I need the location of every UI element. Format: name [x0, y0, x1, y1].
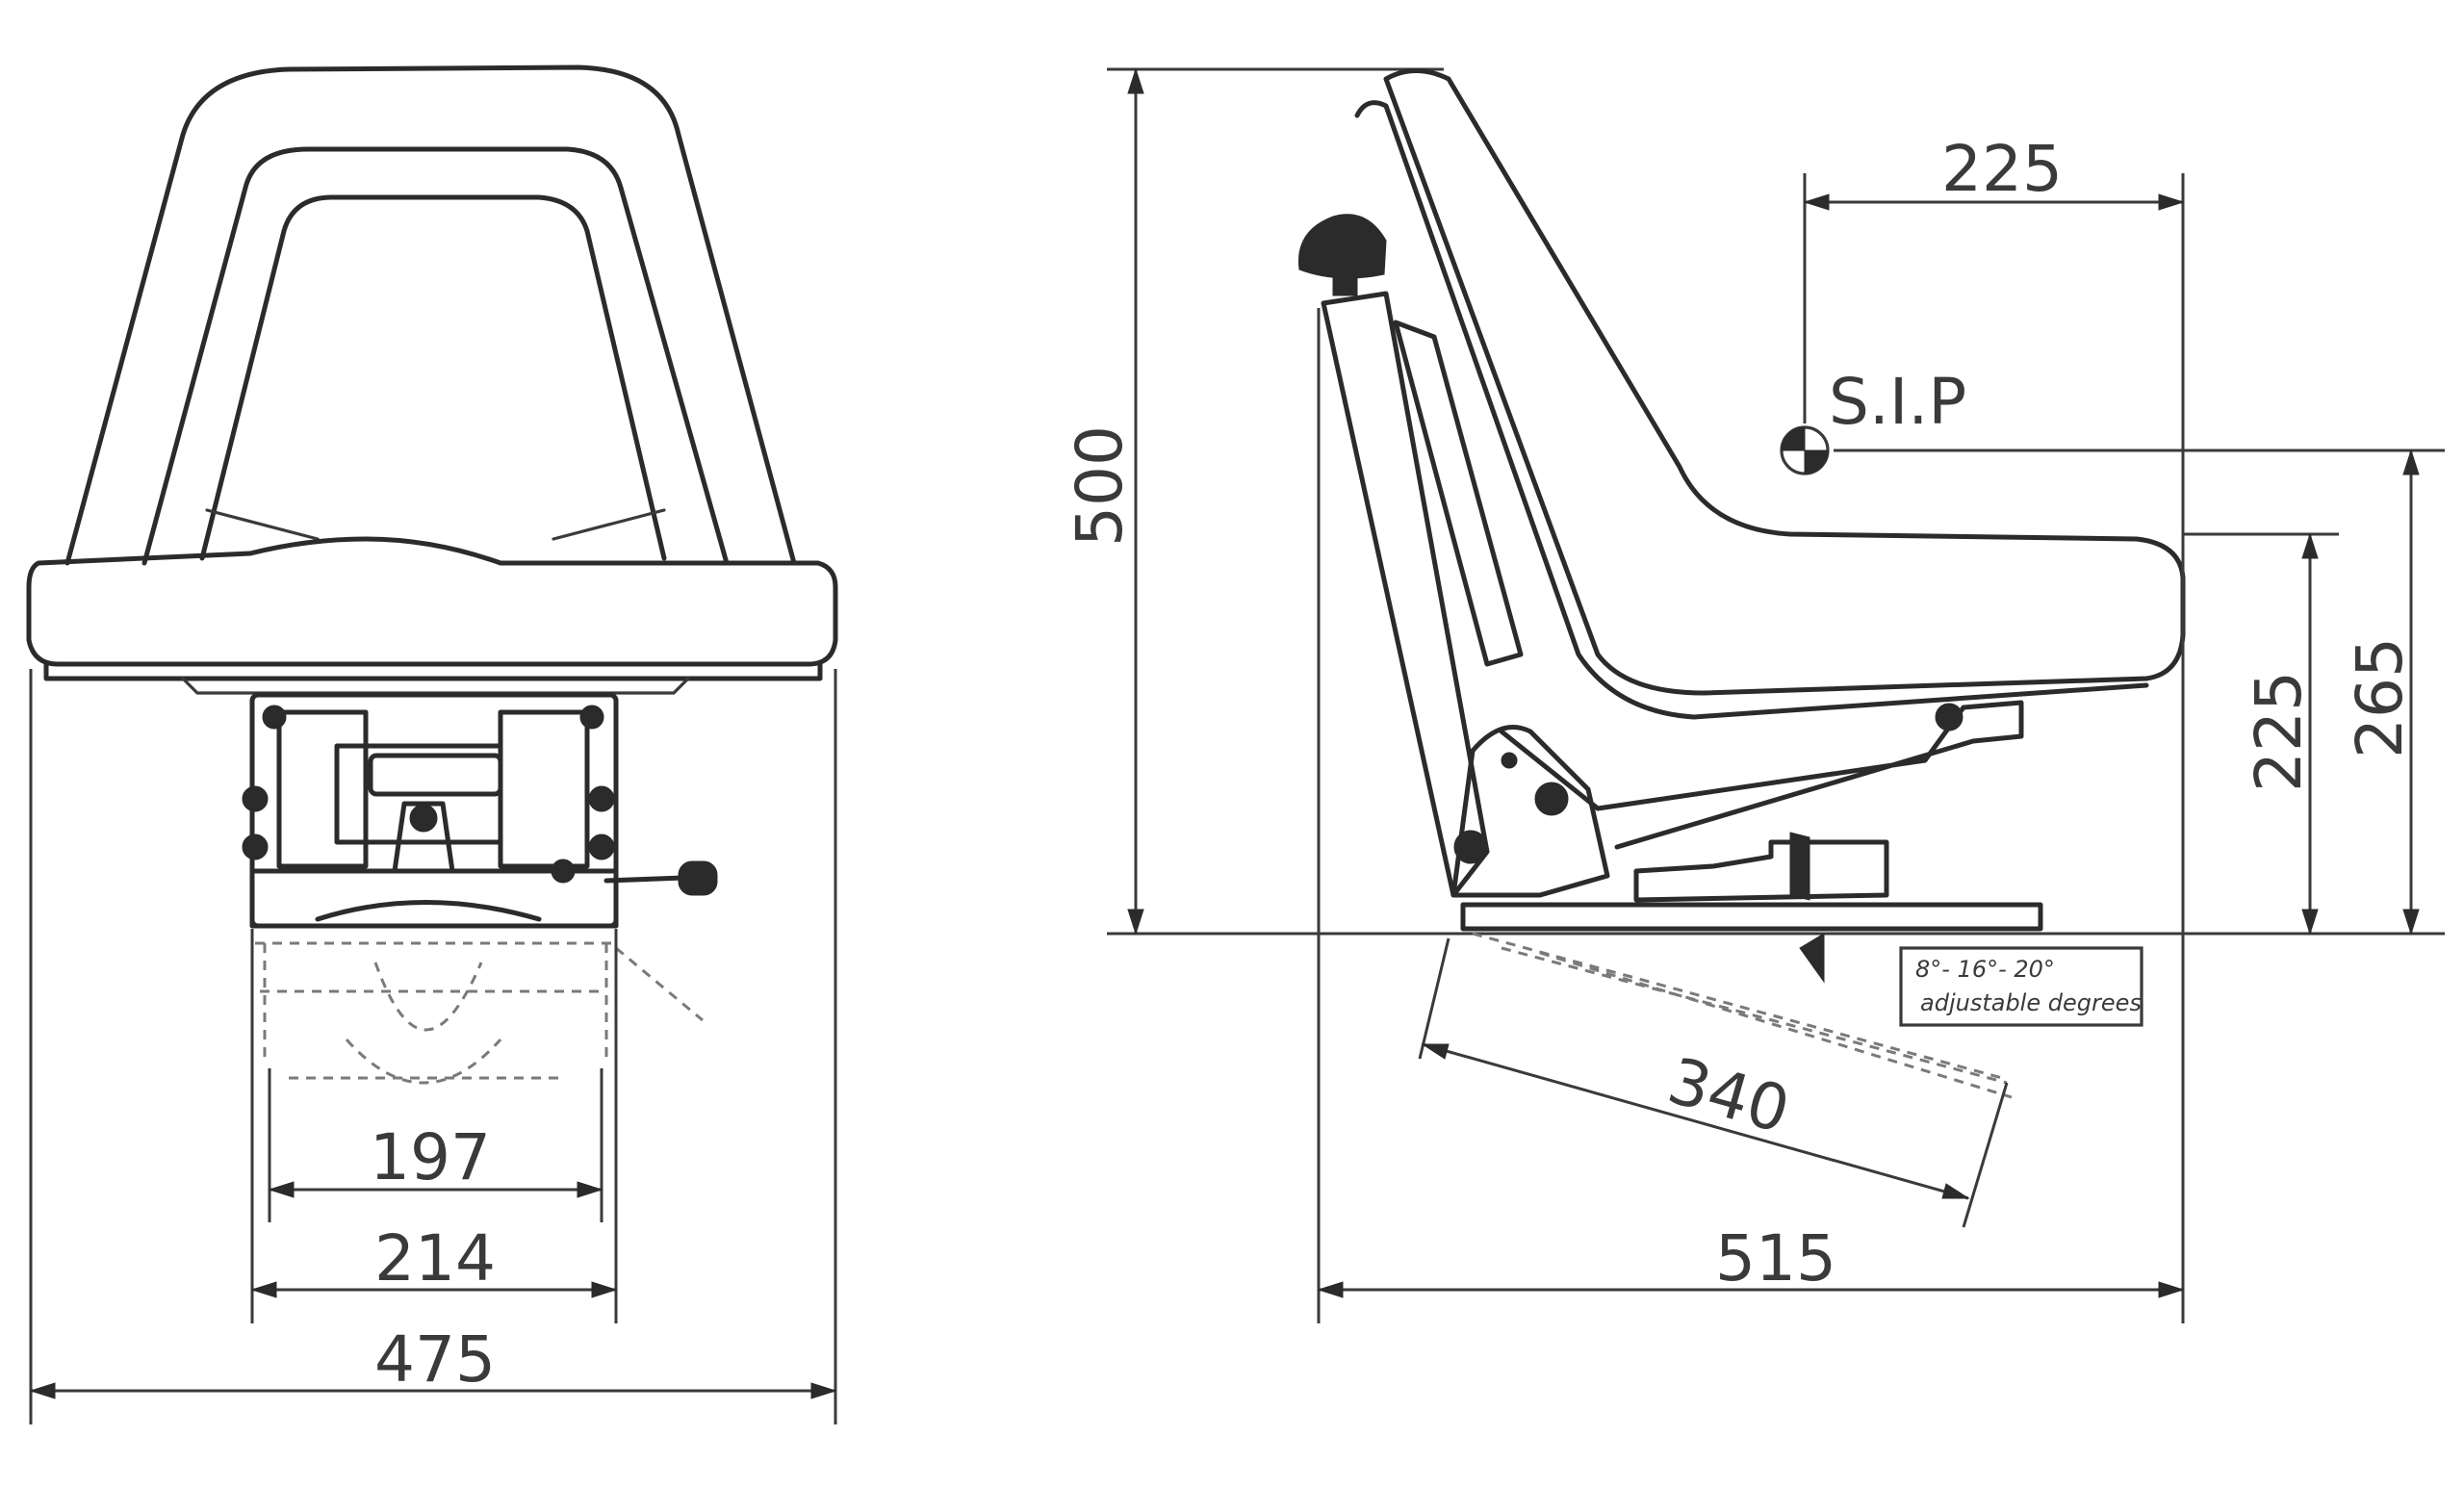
- dim-340-ext-left: [1418, 937, 1450, 1060]
- bolt-icon: [242, 834, 269, 860]
- seat-pan-edge: [43, 661, 823, 681]
- arrow-right: [577, 1181, 603, 1198]
- arrow-right: [591, 1281, 618, 1298]
- slide-handle-bar: [368, 753, 503, 797]
- dim-label-515: 515: [1715, 1221, 1836, 1296]
- backrest-outer: [64, 64, 797, 566]
- dim-label-197: 197: [370, 1120, 491, 1194]
- front-view: 197 214 475: [26, 64, 838, 1424]
- slide-rail: [1460, 902, 2043, 932]
- arrow-down: [2301, 909, 2319, 936]
- arrow-right: [2158, 1281, 2185, 1298]
- arrow-down: [1127, 909, 1144, 936]
- bolt-icon: [262, 705, 287, 730]
- backrest-adjust-plate: [1393, 320, 1524, 667]
- pivot-bolt-icon: [1534, 782, 1569, 816]
- sip-label: S.I.P: [1829, 365, 1966, 439]
- pivot-bracket: [1450, 725, 1610, 898]
- dim-label-225-horizontal: 225: [1941, 132, 2063, 206]
- arrow-up: [2402, 449, 2420, 475]
- tilt-ghost: [1472, 932, 2013, 1099]
- dim-label-500: 500: [1063, 425, 1137, 547]
- adjust-note-line1: 8°- 16°- 20°: [1915, 956, 2055, 983]
- dim-label-225-vertical: 225: [2242, 671, 2316, 792]
- knob-stem: [1332, 273, 1358, 296]
- arrow-up: [2301, 532, 2319, 559]
- mount-inner-right: [498, 709, 590, 869]
- backrest-frame: [141, 146, 730, 566]
- dim-340-ext-right: [1962, 1082, 2009, 1228]
- pivot-bolt-icon: [1453, 830, 1488, 864]
- backrest-side-inner: [1354, 100, 2149, 720]
- bolt-icon: [579, 705, 604, 730]
- lower-frame: [249, 868, 619, 929]
- adjust-note-box: [1899, 946, 2143, 1027]
- slide-plate: [334, 743, 503, 845]
- sip-marker-quadrant: [1781, 426, 1829, 475]
- arrow-right: [810, 1382, 837, 1399]
- adjust-wedge: [1789, 832, 1810, 901]
- bolt-icon: [242, 785, 269, 812]
- swivel-knob: [409, 804, 438, 833]
- release-lever: [603, 875, 686, 884]
- dim-label-214: 214: [374, 1221, 496, 1296]
- arrow-right: [2158, 193, 2185, 211]
- swivel-ghost-arcs: [345, 962, 502, 1085]
- arrow-left: [268, 1181, 295, 1198]
- bolt-icon: [588, 785, 615, 812]
- side-view: 8°- 16°- 20° adjustable degrees S.I.P 22…: [1063, 67, 2445, 1323]
- arrow-left: [1803, 193, 1830, 211]
- arrow-left: [250, 1281, 277, 1298]
- arrow-up: [1127, 67, 1144, 94]
- arrow-right: [1941, 1183, 1970, 1199]
- mount-inner-left: [276, 709, 369, 869]
- dim-label-340: 340: [1660, 1043, 1797, 1147]
- seat-frame: [1499, 700, 2024, 850]
- lever-grip: [678, 860, 718, 896]
- dim-label-265: 265: [2343, 637, 2417, 758]
- pivot-bolt-icon: [1501, 752, 1518, 769]
- slide-mechanism: [1633, 839, 1889, 903]
- bolt-icon: [588, 834, 615, 860]
- seat-cushion-front: [26, 536, 838, 667]
- backrest-cushion-fold: [205, 508, 666, 541]
- dim-340-line: [1422, 1042, 1969, 1200]
- tilt-wedge: [1799, 933, 1825, 984]
- arrow-left: [29, 1382, 56, 1399]
- backrest-side: [1383, 68, 2186, 696]
- dim-label-475: 475: [374, 1322, 496, 1397]
- swivel-ghost-outline: [255, 941, 704, 1080]
- arrow-down: [2402, 909, 2420, 936]
- adjust-note-line2: adjustable degrees: [1920, 989, 2142, 1016]
- arrow-left: [1317, 1281, 1344, 1298]
- pivot-bolt-icon: [1935, 703, 1964, 731]
- arrow-left: [1421, 1043, 1450, 1060]
- rear-strut: [1321, 291, 1490, 898]
- turntable-arc: [315, 900, 542, 922]
- backrest-panel: [199, 194, 667, 561]
- adjust-knob: [1297, 214, 1387, 279]
- bolt-icon: [551, 859, 576, 884]
